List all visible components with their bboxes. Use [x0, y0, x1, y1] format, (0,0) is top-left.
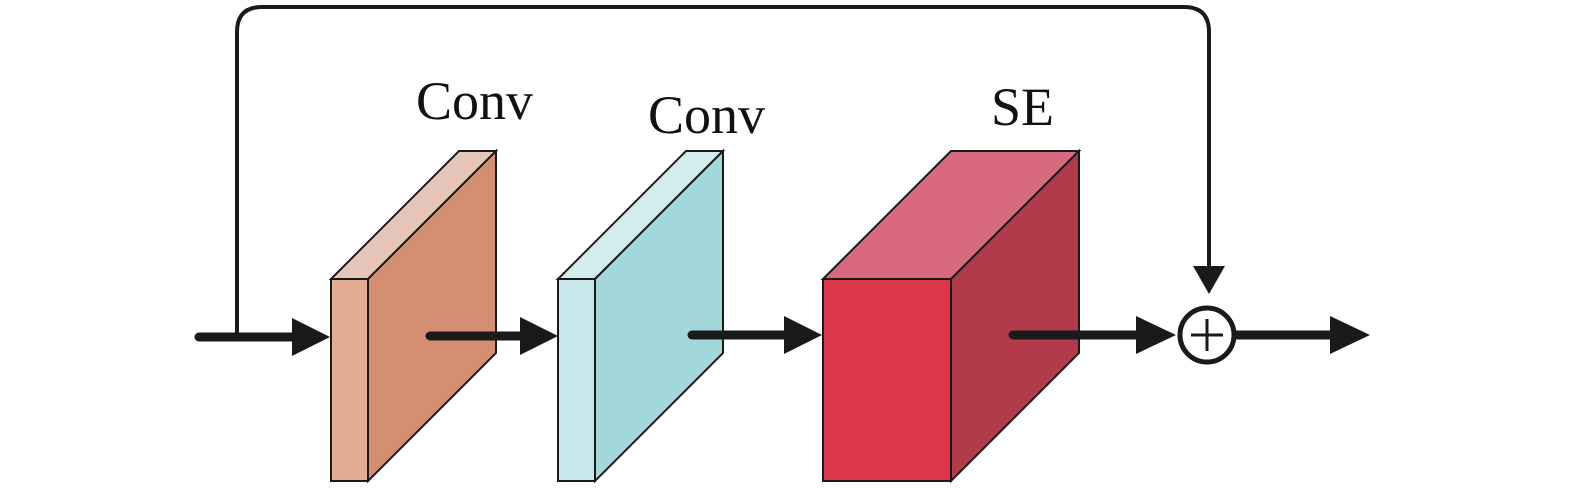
- conv-2-label: Conv: [648, 85, 766, 145]
- input-arrowhead: [292, 318, 330, 356]
- se-front-face: [822, 278, 952, 482]
- se-block: [820, 148, 1082, 484]
- circle-plus-icon: [1177, 305, 1237, 365]
- skip-connection-line: [235, 5, 1211, 336]
- output-arrowhead: [1330, 316, 1370, 354]
- conv-block-2: [555, 148, 726, 484]
- arrowhead-conv1-to-conv2: [520, 317, 558, 355]
- se-label: SE: [991, 77, 1055, 137]
- conv-1-front-face: [330, 278, 369, 482]
- skip-arrowhead: [1193, 266, 1225, 294]
- arrowhead-se-to-sum: [1136, 316, 1176, 354]
- conv-1-label: Conv: [416, 71, 534, 131]
- arrowhead-conv2-to-se: [784, 316, 822, 354]
- conv-block-1: [328, 148, 499, 484]
- conv-2-front-face: [557, 278, 596, 482]
